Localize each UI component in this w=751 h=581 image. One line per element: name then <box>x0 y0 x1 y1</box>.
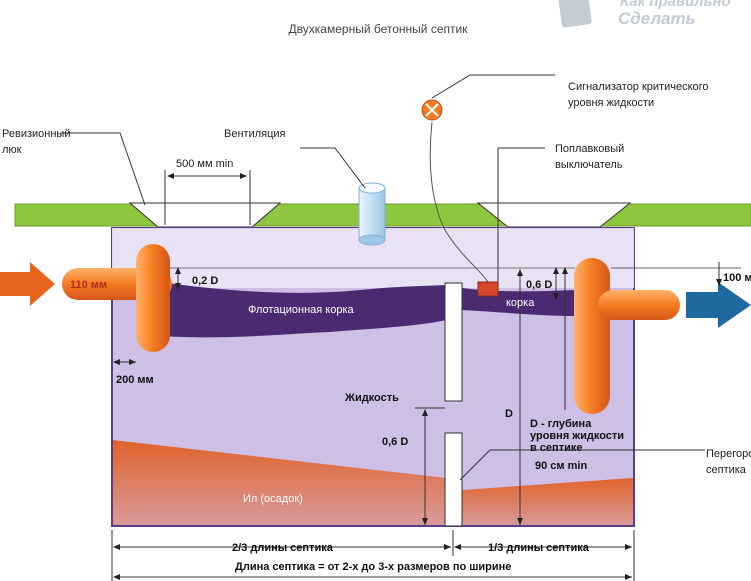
label-depth-note-3: в септике <box>530 442 582 454</box>
crust-left <box>160 282 446 338</box>
inlet-tee <box>136 244 170 352</box>
watermark-line1: Как правильно <box>620 0 731 10</box>
label-inlet-pipe: 110 мм <box>70 279 107 291</box>
label-sludge-height: 0,6 D <box>382 436 408 448</box>
label-crust-right: корка <box>506 297 535 309</box>
ventilation-pipe <box>358 182 386 246</box>
alarm-leader <box>431 74 555 99</box>
label-depth-note-2: уровня жидкости <box>530 430 624 442</box>
label-alarm-2: уровня жидкости <box>568 97 654 109</box>
inlet-arrow <box>0 262 55 306</box>
label-depth: D <box>505 408 513 420</box>
hatch-leader <box>60 132 146 206</box>
label-pipe-offset: 200 мм <box>116 374 154 386</box>
label-partition-2: септика <box>706 464 747 476</box>
sludge-right <box>462 478 633 525</box>
float-switch <box>477 281 499 297</box>
alarm-wire <box>429 121 489 283</box>
label-hatch-2: люк <box>2 144 22 156</box>
label-partition-1: Перегородка <box>706 448 751 460</box>
partition-leader <box>459 449 705 481</box>
label-crust-gap: 0,2 D <box>192 275 218 287</box>
label-sludge: Ил (осадок) <box>243 493 303 505</box>
sludge-left <box>113 440 446 525</box>
label-total-length: Длина септика = от 2-х до 3-х размеров п… <box>235 561 511 573</box>
vent-leader <box>300 147 366 189</box>
watermark-line2: Сделать <box>618 9 696 28</box>
label-crust-left: Флотационная корка <box>248 304 355 316</box>
label-hatch-1: Ревизионный <box>2 128 70 140</box>
label-liquid: Жидкость <box>344 392 399 404</box>
label-right-length: 1/3 длины септика <box>488 542 590 554</box>
label-depth-note-1: D - глубина <box>530 418 592 430</box>
label-min-depth: 90 см min <box>535 460 587 472</box>
label-alarm-1: Сигнализатор критического <box>568 81 709 93</box>
partition <box>444 282 463 527</box>
label-outlet-top: 100 мм <box>723 272 751 284</box>
label-float-2: выключатель <box>555 159 623 171</box>
watermark-logo: Как правильно Сделать <box>558 0 731 28</box>
diagram-title: Двухкамерный бетонный септик <box>289 22 469 36</box>
label-left-length: 2/3 длины септика <box>232 542 334 554</box>
outlet-arrow <box>686 282 751 328</box>
label-float-1: Поплавковый <box>555 143 624 155</box>
outlet-pipe <box>598 290 680 320</box>
outlet-tee <box>574 258 610 414</box>
label-hatch-width: 500 мм min <box>176 158 233 170</box>
label-ventilation: Вентиляция <box>224 128 286 140</box>
alarm-icon <box>421 99 443 121</box>
label-outlet-gap: 0,6 D <box>526 279 552 291</box>
